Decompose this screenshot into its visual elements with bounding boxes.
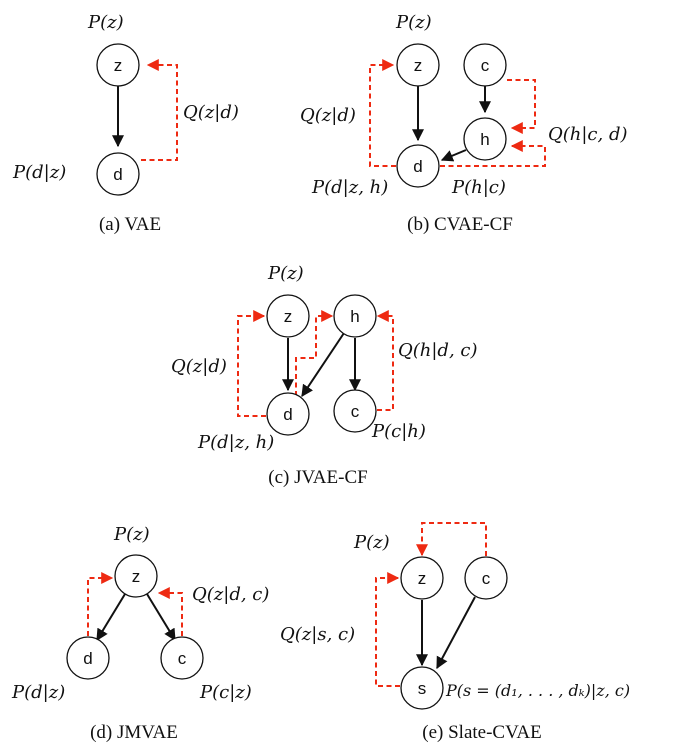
- node-z-label: z: [284, 307, 293, 326]
- caption-jvae-cf: (c) JVAE-CF: [268, 467, 367, 488]
- node-d: d: [396, 144, 440, 188]
- node-h: h: [333, 294, 377, 338]
- inference-path-d-to-z: [369, 59, 396, 167]
- caption-vae: (a) VAE: [99, 214, 161, 235]
- node-d: d: [96, 152, 140, 196]
- label-q-z-d: Q(z|d): [300, 105, 356, 126]
- label-p-s-zc: P(s = (d₁, . . . , dₖ)|z, c): [445, 681, 630, 700]
- panel-cvae-cf: z c h d P(z) Q(z|d) Q(h|c, d) P(d|z, h) …: [300, 12, 628, 235]
- inference-path-d-to-z: [87, 572, 114, 636]
- inference-path-c-to-h: [376, 310, 394, 411]
- label-p-d-z: P(d|z): [11, 682, 65, 703]
- label-p-z: P(z): [113, 524, 150, 545]
- inference-path-d-to-z: [141, 59, 178, 161]
- node-s: s: [400, 666, 444, 710]
- edge-h-to-d: [301, 332, 345, 397]
- label-q-z-d: Q(z|d): [183, 102, 239, 123]
- label-q-z-dc: Q(z|d, c): [192, 584, 269, 605]
- label-q-h-cd: Q(h|c, d): [548, 124, 628, 145]
- inference-path-d-to-z: [237, 310, 266, 417]
- node-c-label: c: [482, 569, 491, 588]
- node-z: z: [96, 43, 140, 87]
- node-c: c: [160, 636, 204, 680]
- node-d-label: d: [283, 405, 292, 424]
- edge-h-to-d: [440, 149, 467, 162]
- node-z: z: [114, 554, 158, 598]
- node-c: c: [464, 556, 508, 600]
- panel-vae: z d P(z) Q(z|d) P(d|z) (a) VAE: [12, 12, 239, 235]
- caption-cvae-cf: (b) CVAE-CF: [407, 214, 513, 235]
- node-d-label: d: [413, 157, 422, 176]
- label-p-d-zh: P(d|z, h): [197, 432, 274, 453]
- caption-jmvae: (d) JMVAE: [90, 722, 178, 743]
- node-z: z: [396, 43, 440, 87]
- node-h: h: [463, 117, 507, 161]
- panel-jmvae: z d c P(z) Q(z|d, c) P(d|z) P(c|z) (d) J…: [11, 524, 269, 743]
- node-d-label: d: [83, 649, 92, 668]
- node-h-label: h: [480, 130, 489, 149]
- node-z-label: z: [418, 569, 427, 588]
- label-p-z: P(z): [267, 263, 304, 284]
- panel-slate-cvae: z c s P(z) Q(z|s, c) P(s = (d₁, . . . , …: [280, 522, 630, 743]
- node-c: c: [333, 389, 377, 433]
- caption-slate-cvae: (e) Slate-CVAE: [422, 722, 541, 743]
- node-d-label: d: [113, 165, 122, 184]
- node-d: d: [66, 636, 110, 680]
- label-p-d-z: P(d|z): [12, 162, 66, 183]
- inference-path-c-to-h: [507, 79, 536, 134]
- edge-c-to-s: [436, 596, 476, 670]
- inference-path-d-to-h: [440, 140, 546, 167]
- node-z-label: z: [132, 567, 141, 586]
- label-q-h-dc: Q(h|d, c): [398, 340, 478, 361]
- inference-path-c-to-z: [416, 522, 487, 557]
- node-c: c: [463, 43, 507, 87]
- node-c-label: c: [178, 649, 187, 668]
- node-z-label: z: [114, 56, 123, 75]
- panel-jvae-cf: z h d c P(z) Q(z|d) Q(h|d, c) P(d|z, h) …: [171, 263, 478, 488]
- node-c-label: c: [481, 56, 490, 75]
- inference-path-s-to-z: [375, 572, 400, 687]
- label-p-z: P(z): [395, 12, 432, 33]
- label-p-c-h: P(c|h): [371, 421, 426, 442]
- label-p-d-zh: P(d|z, h): [311, 177, 388, 198]
- label-p-h-c: P(h|c): [451, 177, 506, 198]
- node-z-label: z: [414, 56, 423, 75]
- label-q-z-d: Q(z|d): [171, 356, 227, 377]
- inference-path-c-to-z: [157, 587, 183, 636]
- label-p-c-z: P(c|z): [199, 682, 252, 703]
- label-q-z-sc: Q(z|s, c): [280, 624, 355, 645]
- edge-z-to-c: [146, 593, 176, 642]
- label-p-z: P(z): [353, 532, 390, 553]
- node-z: z: [400, 556, 444, 600]
- inference-path-d-to-h: [295, 310, 334, 396]
- node-c-label: c: [351, 402, 360, 421]
- node-z: z: [266, 294, 310, 338]
- edge-z-to-d: [96, 593, 126, 642]
- label-p-z: P(z): [87, 12, 124, 33]
- node-h-label: h: [350, 307, 359, 326]
- node-d: d: [266, 392, 310, 436]
- node-s-label: s: [418, 679, 427, 698]
